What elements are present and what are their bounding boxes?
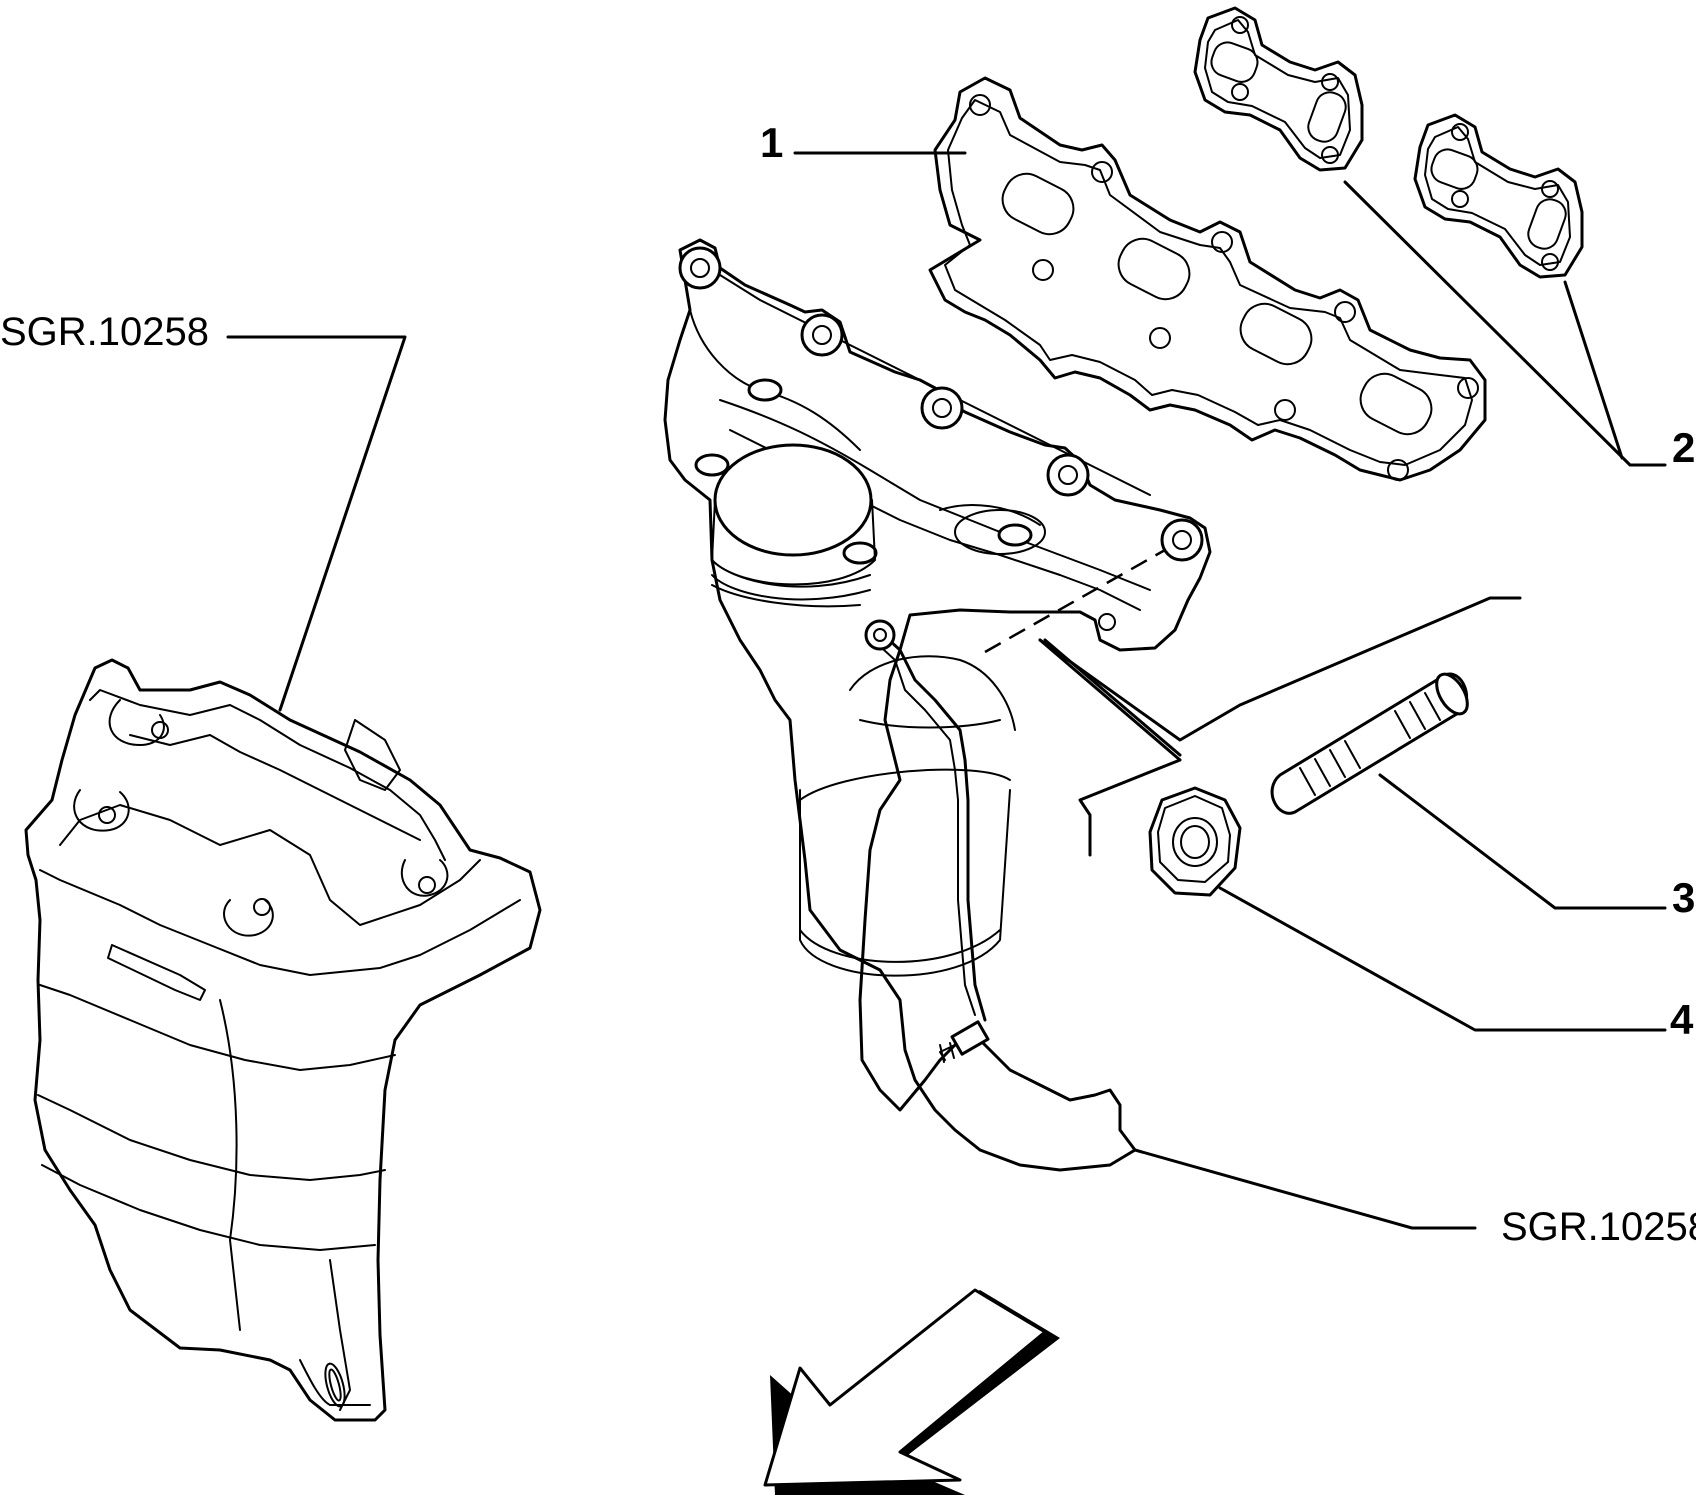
heat-shield — [24, 658, 542, 1422]
callout-4: 4 — [1670, 996, 1694, 1043]
exhaust-manifold-catalyst — [663, 238, 1212, 1172]
small-gasket-lower — [1413, 113, 1584, 279]
leader-lines — [226, 151, 1667, 1230]
callout-3: 3 — [1672, 874, 1695, 921]
left-reference-label: SGR.10258 — [0, 310, 209, 354]
callout-2: 2 — [1672, 424, 1695, 471]
stud-bolt — [1270, 672, 1469, 815]
manifold-gasket — [928, 76, 1487, 482]
bottom-reference-label: SGR.10258 — [1501, 1205, 1696, 1249]
callout-1: 1 — [760, 119, 783, 166]
hex-nut — [1148, 786, 1242, 897]
small-gasket-upper — [1193, 6, 1364, 172]
bracket-lines — [1038, 596, 1522, 857]
direction-arrow-icon — [763, 1288, 1060, 1495]
